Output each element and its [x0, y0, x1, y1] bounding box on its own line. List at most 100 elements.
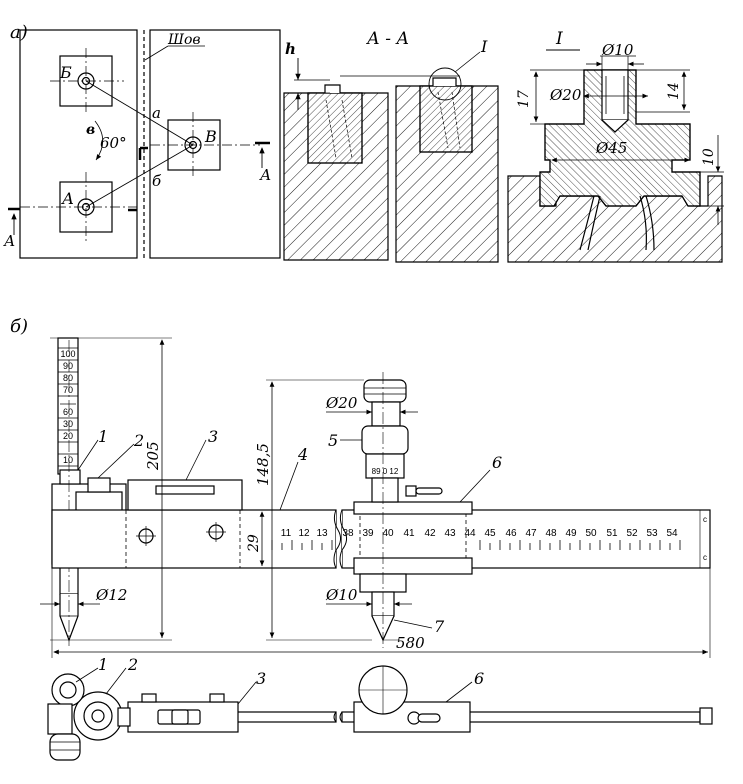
top-callout-1: 1 — [98, 655, 108, 674]
ruler-end-mark-bottom: c — [703, 553, 707, 562]
point-b-label: Б — [59, 63, 72, 82]
ruler-label-45: 45 — [484, 528, 496, 539]
top-rod-left — [235, 711, 337, 723]
tool-top-labels: 1 2 3 6 — [98, 655, 484, 688]
detail-labels: Ø10 Ø20 Ø45 17 14 10 — [516, 41, 717, 166]
angle-arc — [94, 120, 104, 161]
ruler-label-48: 48 — [545, 528, 557, 539]
plan-labels: Шов Б А В а б в 60° А А — [3, 32, 271, 250]
scale-label-70: 70 — [63, 385, 73, 395]
callout-4: 4 — [297, 445, 308, 464]
dim-d10-top: Ø10 — [601, 41, 634, 59]
ruler-label-39: 39 — [362, 528, 374, 539]
ruler-label-51: 51 — [606, 528, 618, 539]
scale-label-90: 90 — [63, 361, 73, 371]
label-b-small: б — [152, 172, 162, 190]
micrometer-barrel — [361, 425, 409, 455]
ruler-label-43: 43 — [444, 528, 456, 539]
line-b-v — [85, 80, 194, 146]
ruler-label-38: 38 — [342, 528, 354, 539]
angle-label: 60° — [100, 134, 127, 152]
ruler-label-44: 44 — [464, 528, 476, 539]
detail-ref: I — [480, 37, 488, 56]
ruler-ticks — [271, 510, 701, 568]
scale-label-20: 20 — [63, 431, 73, 441]
dim-10: 10 — [701, 148, 717, 166]
micrometer-thimble — [371, 401, 401, 427]
dim-d45: Ø45 — [595, 139, 627, 157]
dim-d10-label: Ø10 — [325, 586, 358, 604]
tool-top-view — [47, 665, 713, 761]
figure-a-tag: а) — [10, 22, 28, 43]
ruler-label-11: 11 — [281, 528, 292, 539]
dim-148-label: 148,5 — [254, 443, 272, 486]
figure-b-tag: б) — [10, 316, 28, 337]
point-a-label: А — [61, 189, 74, 208]
dim-29-label: 29 — [246, 534, 262, 553]
dim-d20: Ø20 — [549, 86, 582, 104]
dim-205-label: 205 — [144, 441, 162, 471]
callout-5: 5 — [328, 431, 338, 450]
seam-label: Шов — [167, 32, 201, 48]
callout-6: 6 — [492, 453, 502, 472]
plan-view: а) — [8, 22, 281, 259]
micrometer-counter — [365, 453, 405, 479]
top-rod-end — [699, 707, 713, 725]
label-v-small: в — [86, 122, 95, 138]
section-label-left: А — [3, 232, 15, 250]
callout-2: 2 — [133, 431, 144, 450]
dim-580-label: 580 — [396, 634, 425, 652]
scale-label-100: 100 — [60, 349, 75, 359]
ruler-label-12: 12 — [298, 528, 310, 539]
ruler-label-52: 52 — [626, 528, 638, 539]
dim-d12-label: Ø12 — [95, 586, 127, 604]
dim-17: 17 — [516, 90, 532, 108]
ruler-label-40: 40 — [382, 528, 394, 539]
section-view: А - А — [283, 29, 499, 264]
detail-title: I — [555, 29, 563, 49]
ruler-label-49: 49 — [565, 528, 577, 539]
ruler-label-53: 53 — [646, 528, 658, 539]
top-callout-3: 3 — [256, 669, 266, 688]
ruler-label-47: 47 — [525, 528, 537, 539]
plate-left — [19, 29, 138, 259]
section-label-right: А — [259, 166, 271, 184]
ruler-main-labels: 38 39 40 41 42 43 44 45 46 47 48 49 50 5… — [342, 528, 678, 539]
slider-top-bar — [353, 501, 473, 515]
dim-d20-label: Ø20 — [325, 394, 358, 412]
scale-label-80: 80 — [63, 373, 73, 383]
ruler-end-mark-top: c — [703, 515, 707, 524]
left-scale-labels: 100 90 80 70 60 30 20 10 — [60, 349, 75, 465]
callout-1: 1 — [98, 427, 108, 446]
callout-7: 7 — [434, 617, 445, 636]
top-callout-6: 6 — [474, 669, 484, 688]
ruler-label-54: 54 — [666, 528, 678, 539]
section-labels: h I — [285, 37, 488, 58]
ruler-label-13: 13 — [316, 528, 328, 539]
micrometer-stem — [371, 477, 399, 503]
ruler-label-41: 41 — [403, 528, 415, 539]
scale-label-30: 30 — [63, 419, 73, 429]
scale-label-60: 60 — [63, 407, 73, 417]
detail-circle — [428, 67, 462, 101]
ruler-label-46: 46 — [505, 528, 517, 539]
ruler-left-labels: 11 12 13 — [281, 528, 328, 539]
clamp-block — [75, 491, 123, 513]
point-v-label: В — [204, 127, 217, 146]
micrometer-reading: 89 0 12 — [372, 467, 399, 476]
scale-label-10: 10 — [63, 455, 73, 465]
clamp-screw — [87, 477, 111, 493]
main-beam-left — [51, 509, 337, 569]
top-cap — [49, 733, 81, 761]
top-callout-2: 2 — [127, 655, 138, 674]
ruler-label-42: 42 — [424, 528, 436, 539]
label-a-small: а — [152, 104, 161, 122]
callout-3: 3 — [208, 427, 218, 446]
lock-lever — [415, 487, 443, 495]
dim-14: 14 — [666, 82, 682, 100]
tool-front-view: б) — [10, 316, 711, 658]
h-label: h — [285, 40, 296, 58]
ruler-label-50: 50 — [585, 528, 597, 539]
